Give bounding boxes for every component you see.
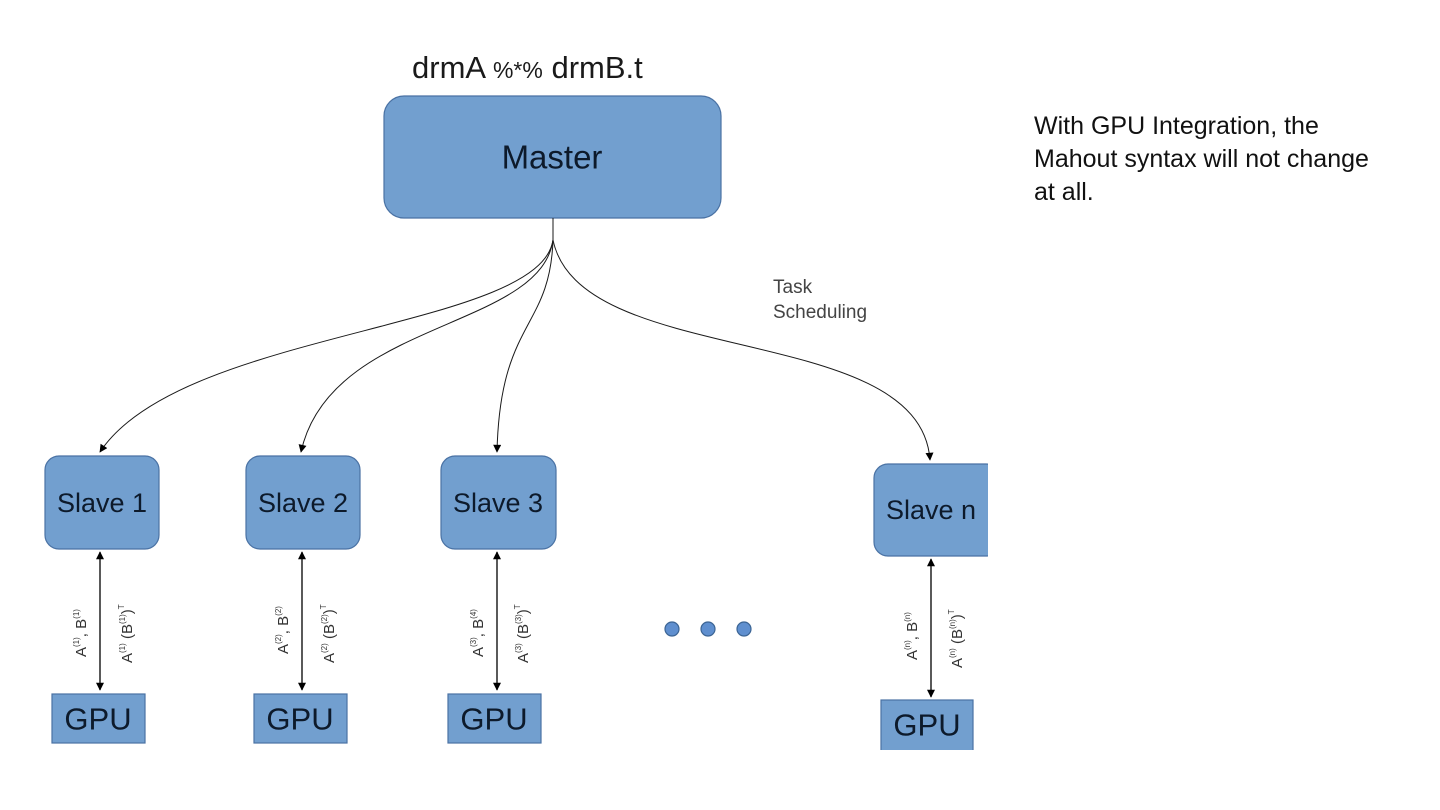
sup: ( <box>72 644 81 647</box>
task-label-line1: Task <box>773 277 813 298</box>
formula-right: drmB.t <box>551 50 643 85</box>
formula-label: drmA %*% drmB.t <box>412 50 643 86</box>
gpu-1-box <box>51 693 146 744</box>
slave-1-up-label: A(1) (B(1))T <box>117 604 136 663</box>
slave-n-down-label: A(n), B(n) <box>903 612 921 660</box>
edge-master-slave-2 <box>298 239 554 453</box>
slave-n-group: Slave n A(n), B(n) A(n) (B(n))T GPU <box>873 463 988 750</box>
gpu-n-box <box>880 699 974 750</box>
task-scheduling-label: Task Scheduling <box>773 275 867 325</box>
ellipsis-dot <box>736 621 752 637</box>
slave-1-group: Slave 1 A(1), B(1) A(1) (B(1))T GPU <box>44 455 160 744</box>
gpu-n-label: GPU <box>893 708 960 743</box>
task-label-line2: Scheduling <box>773 302 868 323</box>
master-node: Master <box>383 95 722 219</box>
formula-left: drmA <box>412 50 485 85</box>
slave-2-down-label: A(2), B(2) <box>274 606 292 654</box>
slave-2-up-label: A(2) (B(2))T <box>319 604 338 663</box>
slave-1-label: Slave 1 <box>57 488 147 518</box>
slave-1-down-label: A(1), B(1) <box>72 609 90 657</box>
edge-master-slave-n <box>552 239 934 461</box>
gpu-2-box <box>253 693 348 744</box>
slave-3-label: Slave 3 <box>453 488 543 518</box>
master-label: Master <box>502 139 603 176</box>
slave-3-up-label: A(3) (B(3))T <box>513 604 532 663</box>
gpu-3-box <box>447 693 542 744</box>
slave-3-box <box>440 455 557 550</box>
gpu-integration-note: With GPU Integration, the Mahout syntax … <box>1034 112 1369 206</box>
task-scheduling-edges <box>99 218 934 461</box>
gpu-3-label: GPU <box>460 702 527 737</box>
slave-n-box <box>873 463 988 557</box>
ellipsis-dot <box>700 621 716 637</box>
slave-3-down-label: A(3), B(4) <box>469 609 487 657</box>
gpu-1-label: GPU <box>64 702 131 737</box>
gpu-2-label: GPU <box>266 702 333 737</box>
formula-operator: %*% <box>492 57 543 83</box>
slave-3-group: Slave 3 A(3), B(4) A(3) (B(3))T GPU <box>440 455 557 744</box>
slave-2-group: Slave 2 A(2), B(2) A(2) (B(2))T GPU <box>245 455 361 744</box>
slave-2-box <box>245 455 361 550</box>
ellipsis-dot <box>664 621 680 637</box>
slave-n-label: Slave n <box>886 495 976 525</box>
edge-master-slave-3 <box>493 239 554 453</box>
ellipsis-icon <box>664 621 752 637</box>
slave-2-label: Slave 2 <box>258 488 348 518</box>
edge-master-slave-1 <box>99 218 554 453</box>
slave-1-box <box>44 455 160 550</box>
slave-n-up-label: A(n) (B(n))T <box>947 609 966 668</box>
